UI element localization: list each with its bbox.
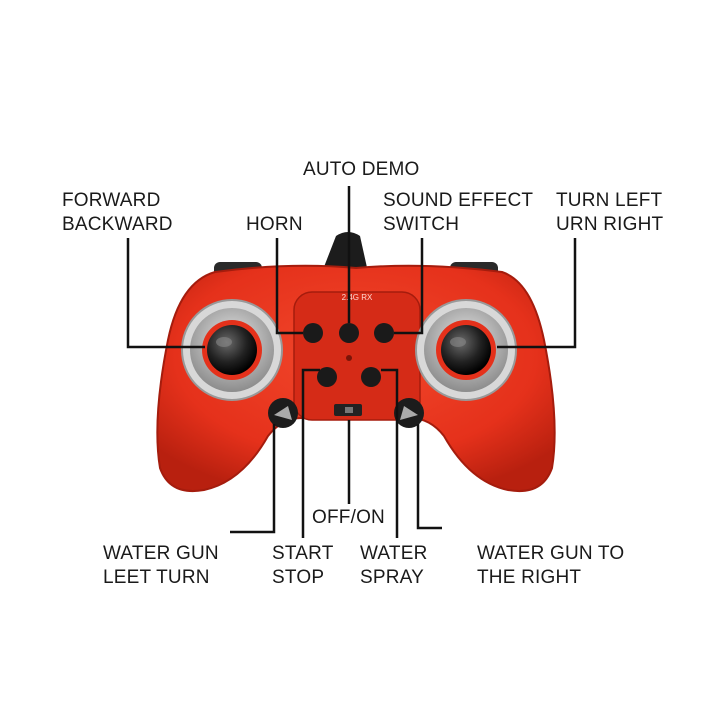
leader-line-turn <box>497 238 577 349</box>
water-gun-right-button <box>394 398 424 428</box>
water-spray-button <box>361 367 381 387</box>
right-joystick <box>415 299 517 401</box>
label-water-gun-right: WATER GUN TO THE RIGHT <box>477 543 625 588</box>
leader-line-water-spray <box>381 368 399 538</box>
label-turn-left-right: TURN LEFT URN RIGHT <box>556 190 664 235</box>
leader-line-water-gun-left <box>230 424 276 534</box>
auto-demo-button <box>339 323 359 343</box>
water-gun-left-button <box>268 398 298 428</box>
label-auto-demo: AUTO DEMO <box>303 159 420 180</box>
sound-effect-button <box>374 323 394 343</box>
leader-line-start-stop <box>301 368 320 538</box>
horn-button <box>303 323 323 343</box>
left-joystick <box>181 299 283 401</box>
leader-line-forward-backward <box>126 238 205 349</box>
leader-line-horn <box>275 238 303 335</box>
indicator-led <box>346 355 352 361</box>
label-start-stop: START STOP <box>272 543 334 588</box>
leader-line-water-gun-right <box>416 424 442 530</box>
label-sound-effect-switch: SOUND EFFECT SWITCH <box>383 190 534 235</box>
label-horn: HORN <box>246 214 303 235</box>
face-text: 2.4G RX <box>342 293 373 302</box>
leader-line-sound-effect <box>394 238 424 335</box>
label-off-on: OFF/ON <box>312 507 385 528</box>
start-stop-button <box>317 367 337 387</box>
label-water-spray: WATER SPRAY <box>360 543 428 588</box>
label-water-gun-left-turn: WATER GUN LEET TURN <box>103 543 219 588</box>
label-forward-backward: FORWARD BACKWARD <box>62 190 173 235</box>
leader-lines <box>126 186 577 538</box>
